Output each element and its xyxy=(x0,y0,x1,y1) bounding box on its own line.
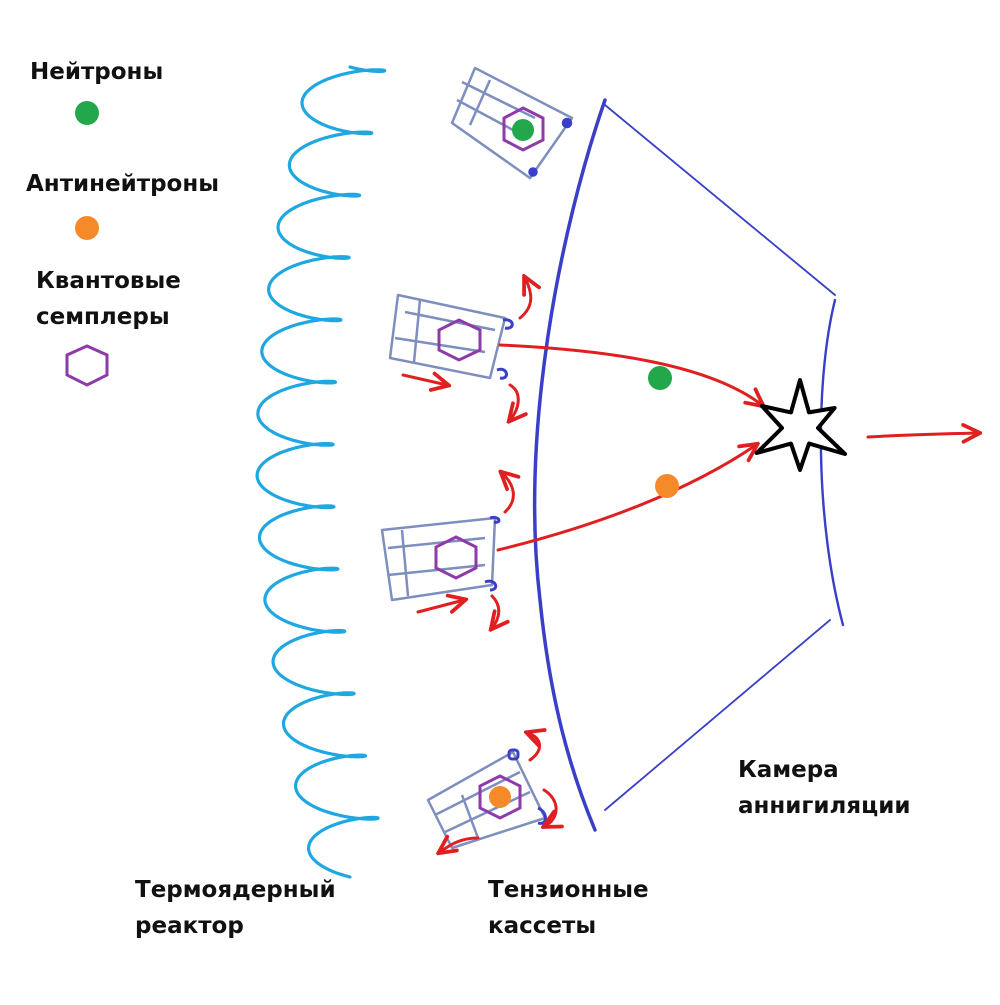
samplers-label-line2: семплеры xyxy=(36,304,170,330)
reactor-coil-icon xyxy=(255,65,387,879)
tension-cassette-2 xyxy=(388,293,507,380)
cassette-3-clamps xyxy=(484,515,501,592)
chamber-wall-inner xyxy=(532,98,607,832)
tension-cassette-4 xyxy=(426,750,547,850)
chamber-label-line1: Камера xyxy=(738,757,839,783)
cassette-3-arrow-up xyxy=(502,473,513,514)
antineutron-legend-dot xyxy=(75,216,99,240)
cassette-2-arrow-up xyxy=(518,278,531,320)
neutrons-legend-label: Нейтроны xyxy=(30,54,163,90)
annihilation-burst-icon xyxy=(754,378,847,472)
cassette-3-sampler-hexagon-icon xyxy=(434,535,478,580)
tension-arrows xyxy=(401,278,556,852)
neutron-beam-arrow xyxy=(498,343,762,405)
cassette-2-arrow-left xyxy=(401,375,447,385)
chamber-edge-top xyxy=(604,104,836,296)
cassette-2-sampler-hexagon-icon xyxy=(437,318,482,362)
samplers-legend-label: Квантовые семплеры xyxy=(36,263,181,335)
neutron-particle xyxy=(648,366,672,390)
neutron-legend-dot xyxy=(75,101,99,125)
annihilation-chamber xyxy=(532,98,845,832)
samplers-label-line1: Квантовые xyxy=(36,268,181,294)
chamber-label-line2: аннигиляции xyxy=(738,793,911,819)
output-arrow xyxy=(866,433,978,437)
tension-cassette-3 xyxy=(380,516,497,602)
reactor-label-line2: реактор xyxy=(135,913,244,939)
cassette-4-arrow-up xyxy=(528,733,540,762)
cassette-4-sampler-hexagon-icon xyxy=(478,774,522,820)
cassettes-label: Тензионные кассеты xyxy=(488,872,649,944)
cassette-3-arrow-down xyxy=(492,594,499,628)
neutrons-label-text: Нейтроны xyxy=(30,59,164,85)
antineutrons-label-text: Антинейтроны xyxy=(26,171,220,197)
chamber-edge-bottom xyxy=(604,619,831,811)
cassette-4-arrow-right xyxy=(544,788,556,826)
cassettes-label-line2: кассеты xyxy=(488,913,597,939)
particle-beams xyxy=(496,343,978,552)
cassettes-label-line1: Тензионные xyxy=(488,877,649,903)
cassette-4-arrow-left xyxy=(440,838,480,852)
cassette-4-antineutron xyxy=(489,786,511,808)
cassette-3-arrow-left xyxy=(416,600,464,612)
chamber-label: Камера аннигиляции xyxy=(738,752,910,824)
chamber-wall-outer xyxy=(819,298,845,627)
cassette-1-clamp-top xyxy=(561,117,573,129)
tension-cassette-1 xyxy=(450,66,574,180)
reactor-label: Термоядерный реактор xyxy=(135,872,336,944)
cassette-2-clamps xyxy=(496,318,514,380)
antineutron-particle xyxy=(655,474,679,498)
sampler-legend-hexagon-icon xyxy=(65,344,109,387)
antineutrons-legend-label: Антинейтроны xyxy=(26,166,219,202)
antineutron-beam-arrow xyxy=(496,445,756,552)
reactor-label-line1: Термоядерный xyxy=(135,877,336,903)
cassette-1-neutron xyxy=(512,119,534,141)
cassette-2-arrow-down xyxy=(510,383,518,420)
cassette-1-sampler-hexagon-icon xyxy=(502,106,545,152)
cassette-1-clamp-bottom xyxy=(528,167,538,177)
